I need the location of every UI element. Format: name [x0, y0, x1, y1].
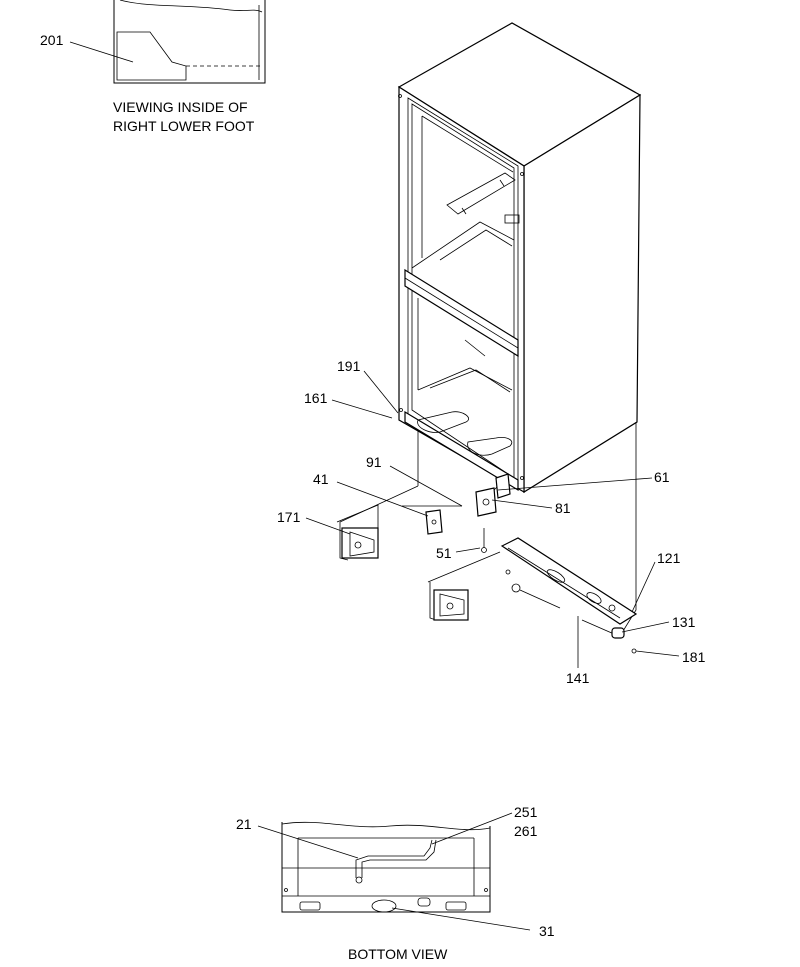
adjuster-rod	[505, 569, 561, 609]
screw-181	[631, 648, 637, 654]
callout-131: 131	[672, 614, 696, 630]
inset-caption-line2: RIGHT LOWER FOOT	[113, 118, 255, 134]
callout-141: 141	[566, 670, 590, 686]
leader-lines	[305, 370, 680, 668]
cabinet-assembly	[397, 22, 642, 637]
inset-right-lower-foot	[69, 0, 266, 84]
callout-61: 61	[654, 469, 670, 485]
hinge-41	[425, 509, 443, 535]
right-leg-bracket	[427, 551, 501, 621]
callout-161: 161	[304, 390, 328, 406]
callout-121: 121	[657, 550, 681, 566]
callout-31: 31	[539, 923, 555, 939]
callout-201: 201	[40, 32, 64, 48]
inset-caption-line1: VIEWING INSIDE OF	[113, 99, 248, 115]
callout-171: 171	[277, 509, 301, 525]
hinge-61	[495, 473, 511, 499]
bottom-view-caption: BOTTOM VIEW	[348, 946, 448, 962]
callout-251: 251	[514, 804, 538, 820]
bottom-view-leaders	[257, 812, 531, 931]
toe-plate-121	[500, 537, 638, 625]
callout-81: 81	[555, 500, 571, 516]
bottom-view	[281, 821, 491, 913]
callout-191: 191	[337, 358, 361, 374]
callout-181: 181	[682, 649, 706, 665]
callout-41: 41	[313, 471, 329, 487]
callout-51: 51	[436, 545, 452, 561]
callout-21: 21	[236, 816, 252, 832]
callout-261: 261	[514, 823, 538, 839]
roller-131	[581, 619, 625, 639]
callout-91: 91	[366, 454, 382, 470]
screw-51	[481, 528, 487, 553]
